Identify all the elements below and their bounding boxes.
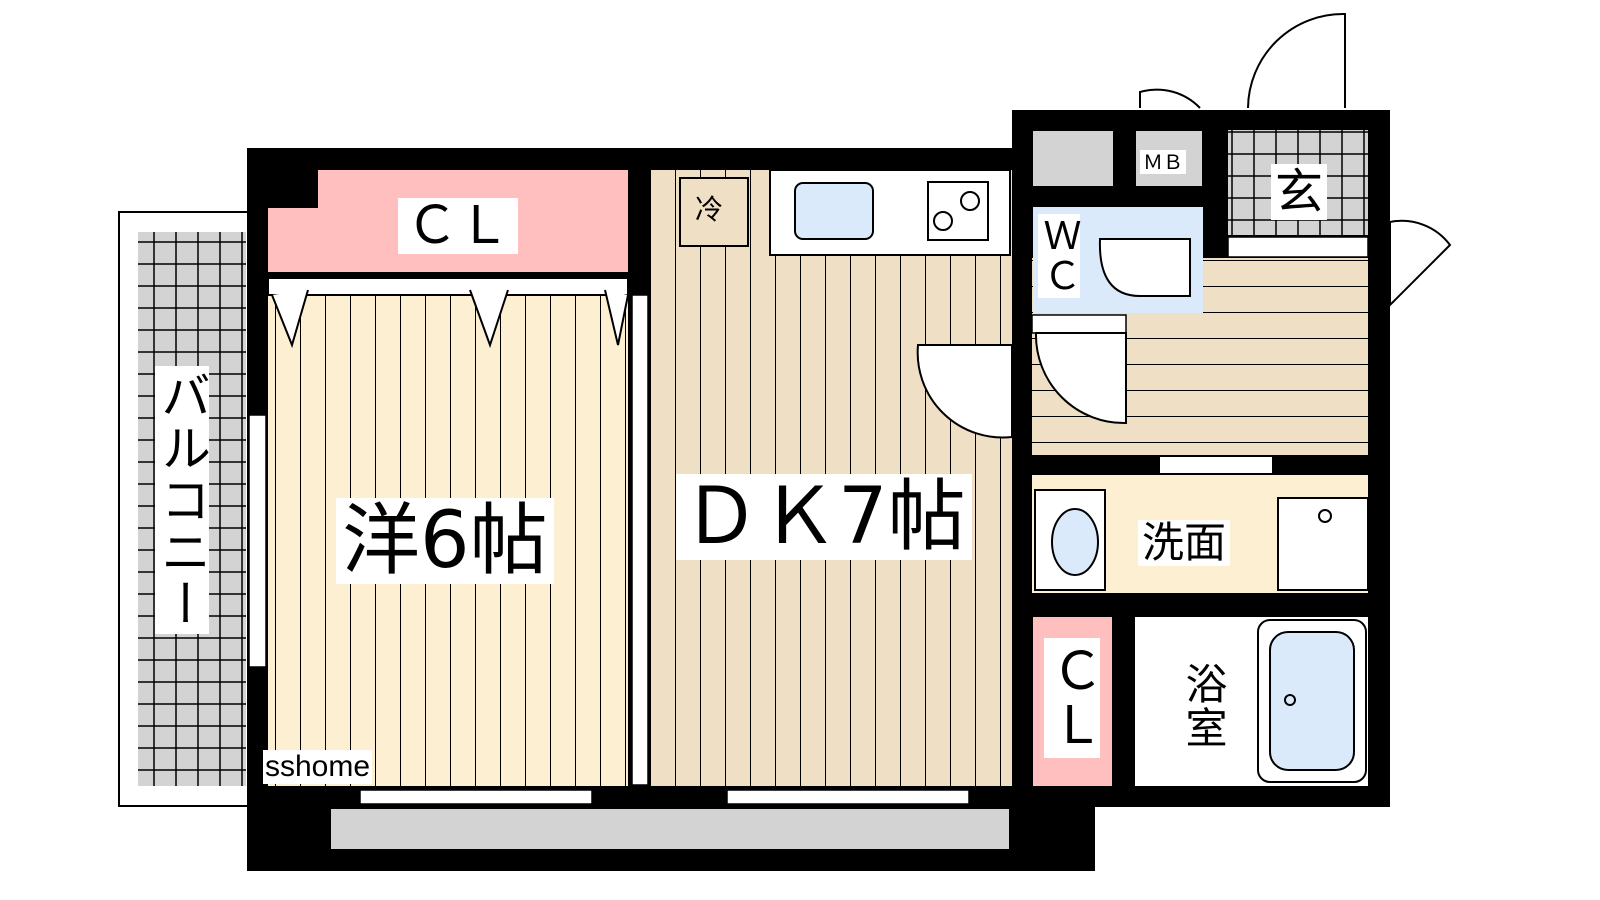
watermark: sshome — [263, 750, 373, 784]
stove — [927, 181, 989, 241]
window — [359, 789, 593, 805]
western-room-label: 洋6帖 — [336, 498, 554, 584]
balcony — [118, 211, 250, 807]
bathroom-label: 浴室 — [1179, 660, 1228, 752]
balcony-label: バルコニー — [153, 366, 211, 634]
exterior-corridor — [329, 807, 1011, 851]
bathtub — [1269, 631, 1355, 771]
door-swing — [916, 344, 1013, 439]
washing-machine — [1277, 497, 1369, 591]
storage — [1033, 131, 1113, 186]
toilet — [1098, 238, 1191, 297]
entrance-label: 玄 — [1271, 164, 1328, 220]
washroom-label: 洗面 — [1138, 520, 1231, 566]
closet-top-label: ＣＬ — [398, 198, 519, 254]
fridge-space — [679, 177, 749, 247]
bathroom — [1135, 617, 1368, 786]
window — [726, 789, 970, 805]
fridge-label: 冷 — [695, 193, 724, 226]
closet-right-label: ＣＬ — [1042, 638, 1102, 758]
window — [248, 414, 267, 668]
wc-label: ＷＣ — [1037, 214, 1081, 298]
western-room — [267, 277, 629, 786]
dk-room-label: ＤＫ7帖 — [676, 474, 972, 560]
mb-label: ＭＢ — [1140, 150, 1186, 174]
sink — [794, 182, 874, 240]
